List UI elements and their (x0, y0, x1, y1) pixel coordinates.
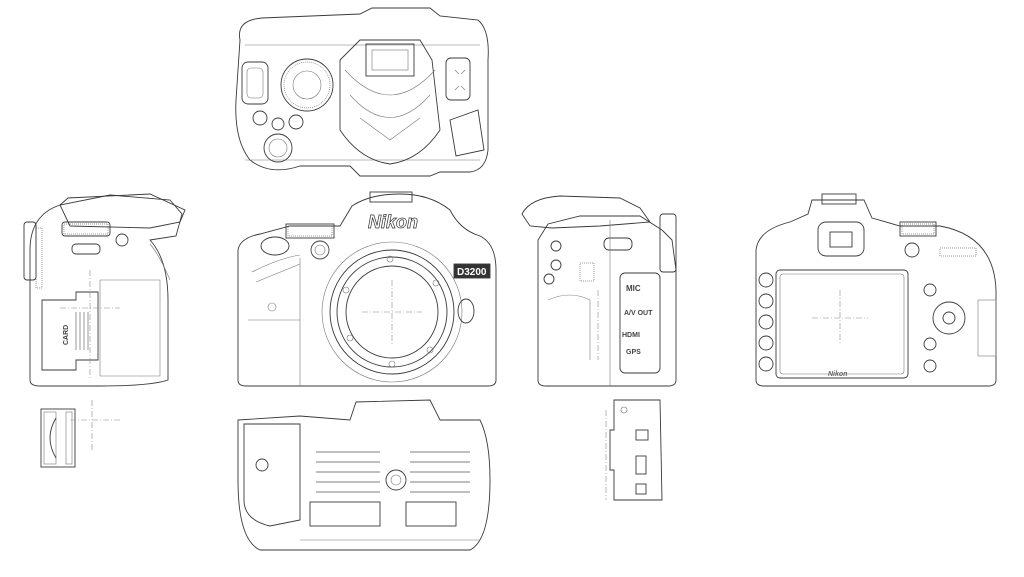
left-button-column (758, 272, 774, 372)
card-label: CARD (63, 325, 70, 345)
flash-up-right (521, 195, 651, 229)
brand-logo-front: Nikon (368, 212, 418, 232)
lens-mount-inner (345, 265, 439, 359)
hot-shoe (365, 43, 415, 77)
battery-door (243, 423, 301, 527)
left-side-view: CARD (23, 193, 186, 387)
mode-dial (280, 58, 334, 112)
ok-button (942, 311, 956, 325)
model-badge: D3200 (457, 267, 487, 278)
front-view: Nikon D3200 (237, 191, 497, 387)
card-door (41, 291, 99, 371)
viewfinder-window (829, 231, 853, 248)
hot-shoe-back (821, 193, 857, 205)
lcd-screen (775, 269, 909, 379)
port-label-hdmi: HDMI (622, 332, 640, 339)
shutter-button (260, 236, 290, 256)
brand-logo-back: Nikon (828, 371, 847, 378)
right-side-view: MIC A/V OUT HDMI GPS (521, 195, 677, 387)
port-label-av-out: A/V OUT (624, 310, 653, 317)
hot-shoe-front (369, 191, 413, 203)
shutter-release (263, 133, 293, 163)
port-label-mic: MIC (626, 284, 641, 293)
card-slot-detail (40, 400, 120, 468)
prism-housing (339, 39, 441, 165)
flash-up (59, 193, 186, 229)
lens-mount-outer (329, 249, 455, 375)
top-view (235, 7, 489, 177)
lens-release (457, 298, 475, 324)
tripod-socket (385, 469, 407, 491)
port-label-gps: GPS (626, 349, 641, 356)
connector-detail (605, 399, 663, 501)
label-plate (309, 501, 381, 527)
bottom-view (237, 399, 491, 551)
eyelet-left (241, 61, 269, 105)
eyecup-right (659, 213, 677, 273)
multi-selector (932, 301, 966, 335)
back-view: Nikon (755, 193, 997, 387)
port-cover (619, 272, 661, 374)
viewfinder-eyecup (817, 221, 865, 257)
